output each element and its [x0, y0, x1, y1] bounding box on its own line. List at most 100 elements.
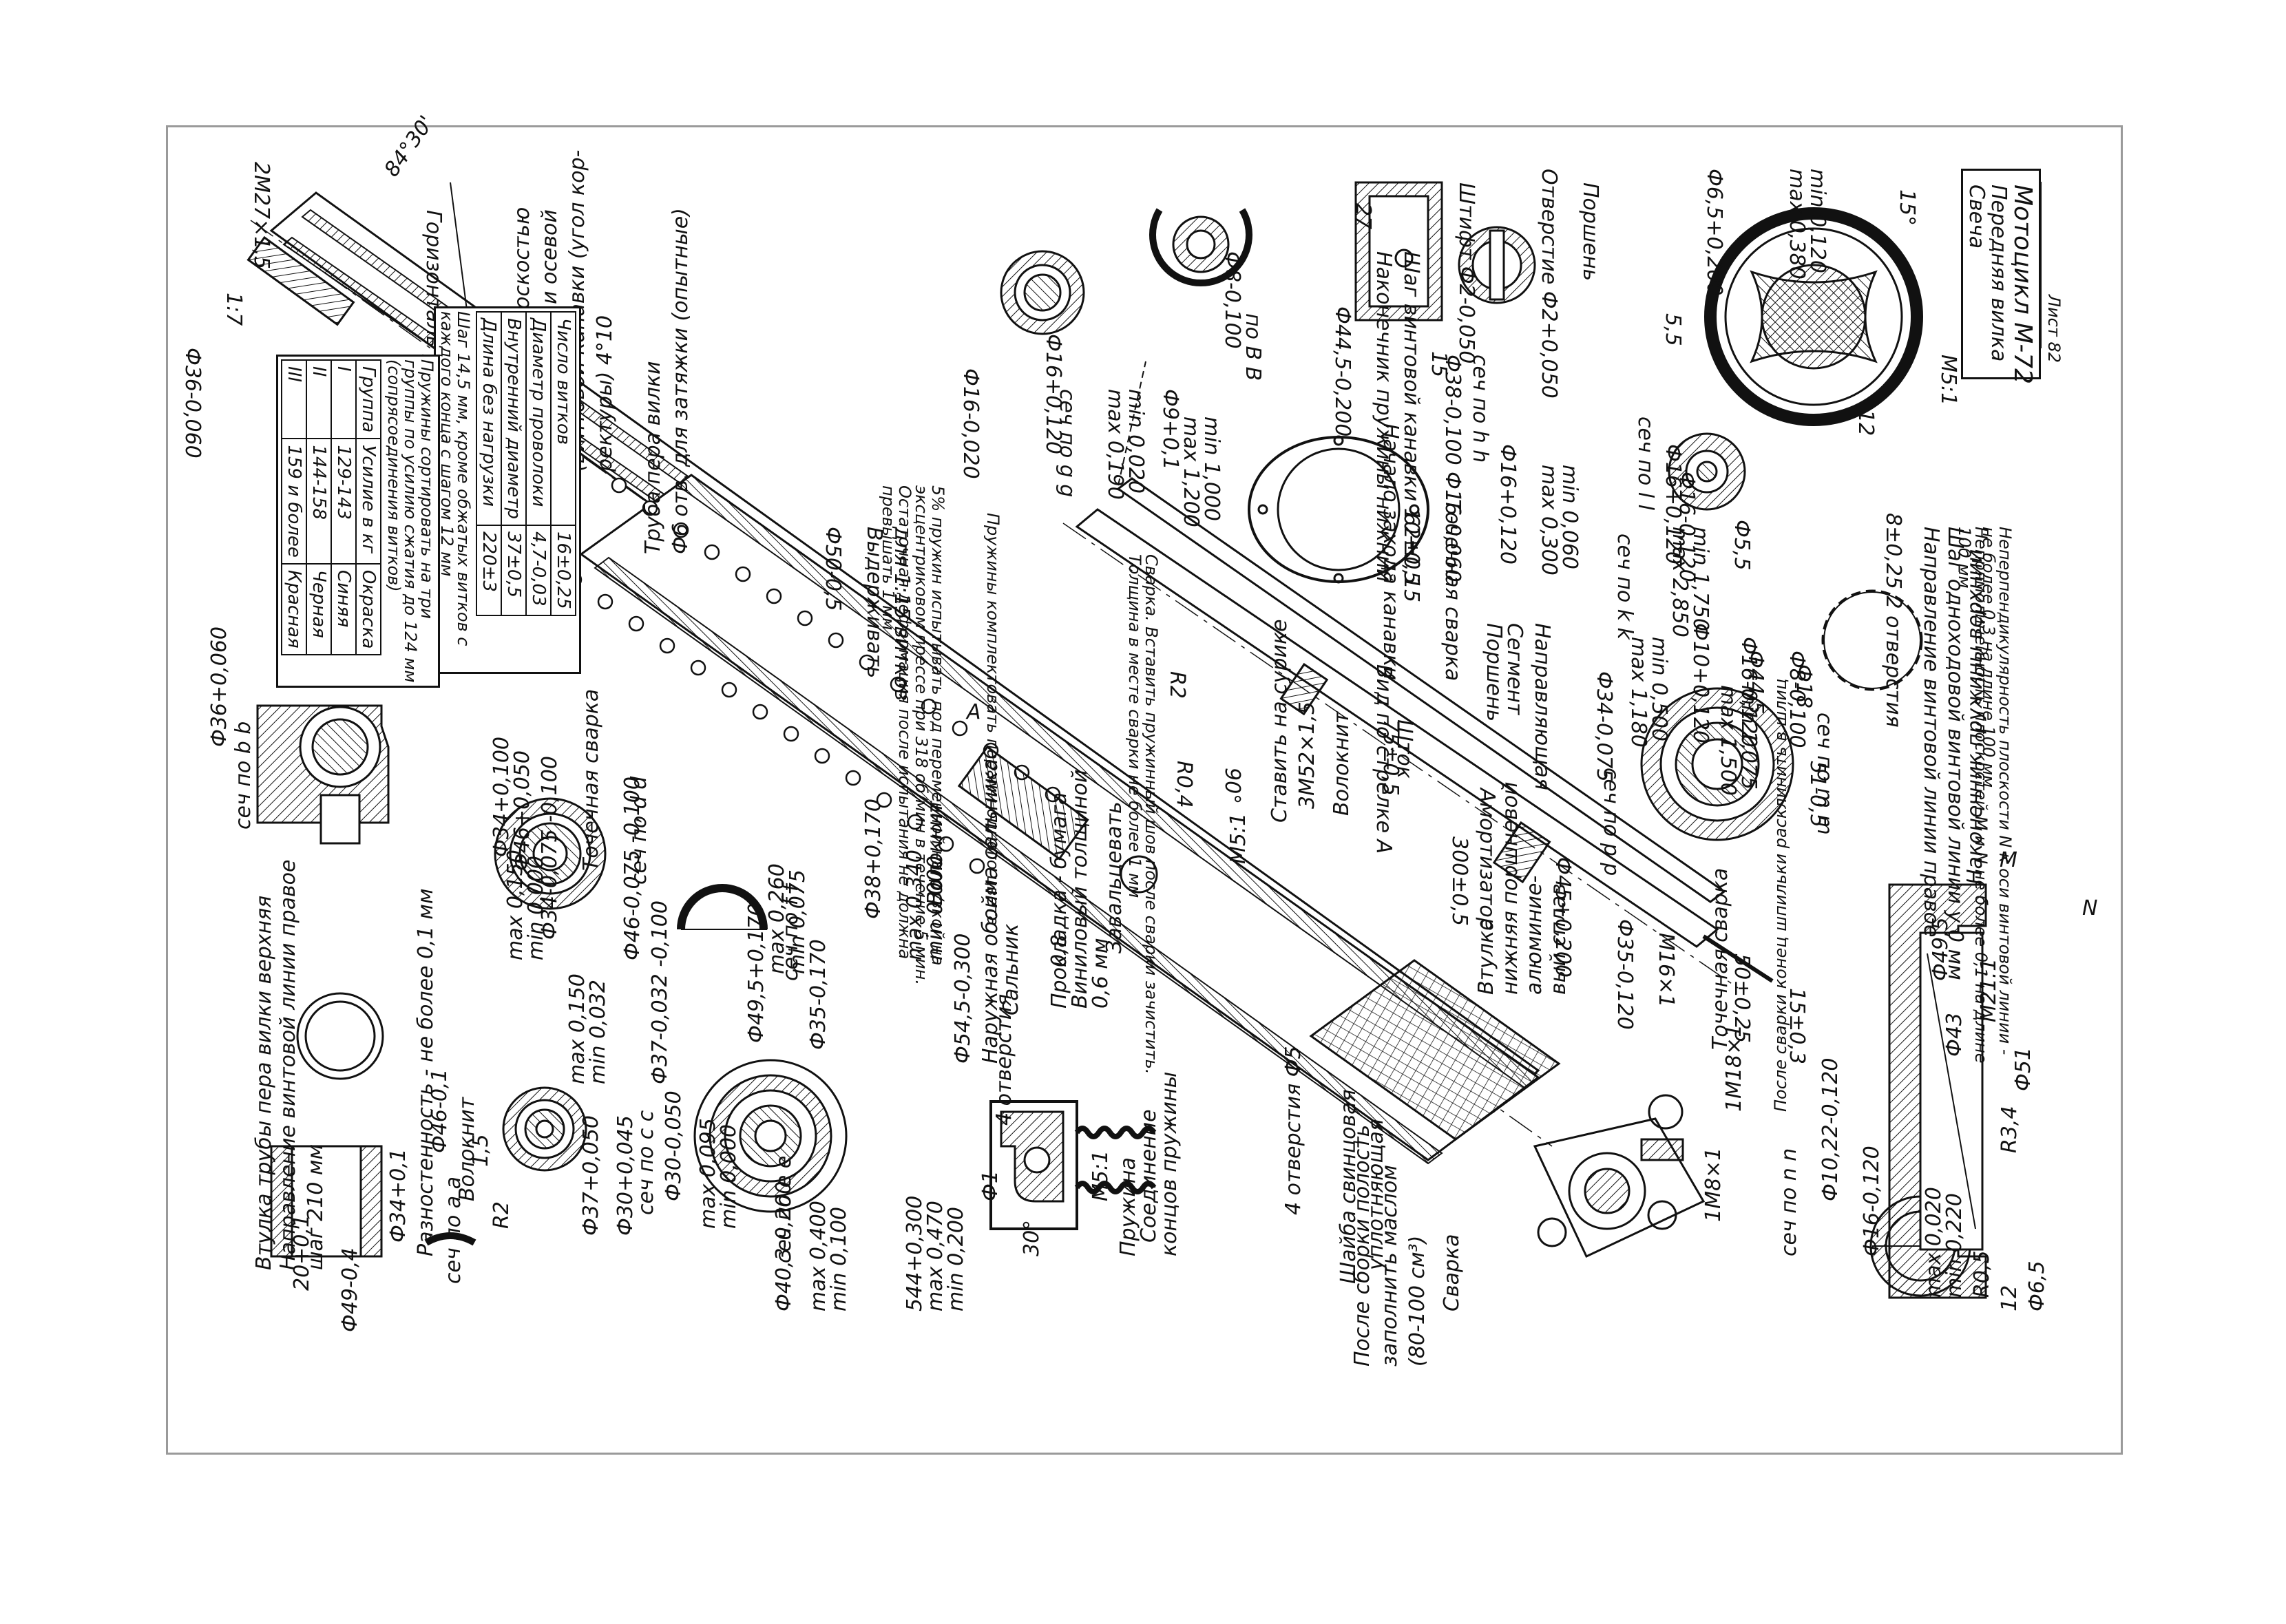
annotation-thread_step: Шаг винтовой канавки 10+0,5 — [1399, 251, 1423, 584]
annotation-d8: Ф8-0,100 — [1220, 251, 1244, 349]
annotation-d49: Ф49,5+0,170 — [744, 903, 768, 1043]
spring-tip-lower — [1354, 181, 1443, 321]
annotation-ang: 84°30' — [379, 111, 439, 182]
seal-detail — [989, 1100, 1078, 1230]
annotation-d34: Ф34+0,100 — [490, 736, 514, 857]
annotation-min120: min 0,120 — [1805, 169, 1829, 273]
annotation-a15: 15° — [1895, 189, 1919, 226]
annotation-gasket2: Виниловый толщиной — [1068, 769, 1092, 1009]
section-mm — [1821, 589, 1923, 691]
fork-tube-assembly — [247, 191, 1706, 1258]
group-cell: Синяя — [331, 563, 356, 655]
annotation-weld: Сварка — [1440, 1234, 1464, 1311]
section-vv — [1149, 208, 1252, 286]
annotation-dir_thread: Направление винтовой линии правое — [276, 859, 300, 1270]
annotation-d37: Ф37-0,032 -0,100 — [648, 900, 672, 1084]
annotation-spring_top: Наконечник пружины верхний — [1963, 549, 1987, 885]
annotation-max380: max 0,380 — [1785, 169, 1809, 280]
annotation-m16: М16×1 — [1654, 933, 1678, 1008]
annotation-max470: max 0,470 — [923, 1201, 947, 1311]
drawing-area: 0102030405060708090100 Горизонталь рамы8… — [168, 112, 2121, 1453]
spring-groups-table: Пружины сортировать на три группы по уси… — [276, 355, 440, 688]
annotation-d16f: Ф16+0,120 — [1661, 444, 1685, 565]
annotation-bush_low3: алюминие- — [1522, 875, 1546, 995]
annotation-r2: R2 — [490, 1201, 514, 1229]
annotation-l27: 27 — [1351, 203, 1375, 230]
technical-drawing: 0102030405060708090100 — [247, 181, 2042, 1299]
annotation-m8: 1М8×1 — [1701, 1147, 1726, 1222]
spring-tip-upper — [1888, 883, 1987, 1299]
annotation-sec_bb: сеч по b b — [231, 721, 255, 830]
annotation-d43: Ф43 — [1942, 1013, 1967, 1057]
group-header-cell: Усилие в кг — [356, 439, 381, 564]
annotation-min060: min 0,060 — [1558, 465, 1582, 569]
annotation-d34c: Ф34+0,1 — [386, 1148, 410, 1243]
param-value: 16±0,25 — [551, 525, 576, 615]
view-arrow-a — [1248, 435, 1429, 584]
group-cell: 159 и более — [282, 439, 306, 564]
annotation-d30: Ф30+0,045 — [614, 1115, 638, 1236]
annotation-min032: min 0,032 — [586, 980, 610, 1084]
annotation-amort: Амортизатор — [1475, 788, 1499, 931]
annotation-d51: 51-0,5 — [1805, 761, 1829, 827]
annotation-thread: 2М27×1,5 — [249, 162, 273, 269]
annotation-l300: 300±0,5 — [1447, 836, 1471, 927]
section-pp — [1640, 687, 1794, 841]
annotation-max020: max 0,020 — [1922, 1187, 1946, 1298]
annotation-piston2: Поршень — [1578, 182, 1602, 282]
annotation-min000b: min 0,000 — [717, 1124, 741, 1229]
annotation-d08: 0,8 — [1047, 934, 1071, 967]
annotation-m51b: М5:1 — [1226, 812, 1250, 864]
annotation-d12b: 12 — [1997, 1285, 2022, 1311]
group-cell: Черная — [306, 563, 331, 655]
annotation-sec_nn: сеч по n n — [1777, 1148, 1801, 1256]
annotation-taper: 1:7 — [222, 293, 246, 326]
annotation-d15: 1,5 — [469, 1134, 493, 1167]
annotation-d55b: Ф5,5 — [1730, 520, 1754, 571]
annotation-bush_low2: нижняя поршневой — [1498, 781, 1522, 995]
group-header-cell: Окраска — [356, 563, 381, 655]
annotation-sec_pp: сеч по p p — [1599, 768, 1623, 876]
param-value: 4,7-0,03 — [526, 525, 551, 615]
annotation-sec_ff: сеч по f f — [779, 884, 803, 981]
annotation-m151: М5:1 — [1936, 355, 1960, 406]
annotation-d35b: Ф35-0,120 — [1613, 919, 1637, 1030]
annotation-d46: Ф46+0,050 — [510, 750, 534, 871]
annotation-d16d: Ф16+0,120 — [1496, 444, 1520, 565]
annotation-d16: Ф16-0,020 — [958, 368, 983, 479]
section-ll — [1704, 207, 1923, 426]
annotation-spring: Пружина — [1116, 1157, 1140, 1256]
annotation-min1075: min 1,075 — [1737, 685, 1761, 790]
annotation-d46b: Ф46-0,075 -0,100 — [620, 777, 644, 960]
param-value: 37±0,5 — [501, 525, 526, 615]
annotation-sec_aa: сеч по a a — [441, 1176, 465, 1284]
sheet-border — [166, 125, 2123, 1455]
annotation-spot_weld: Точечная сварка — [579, 688, 603, 871]
group-cell: II — [306, 360, 331, 439]
section-views — [256, 181, 1987, 1299]
annotation-dirnote: Направление винтовой линии правое — [1919, 527, 1943, 938]
annotation-a90: 90° — [1220, 768, 1244, 805]
annotation-r05: R0,5 — [1970, 1250, 1994, 1298]
annotation-a30: 30° — [1020, 1219, 1044, 1256]
annotation-d1022: Ф10,22-0,120 — [1818, 1057, 1843, 1201]
annotation-hole: Отверстие Ф2+0,050 — [1537, 169, 1561, 399]
annotation-d16b: Ф16+0,120 — [1041, 334, 1065, 455]
annotation-max190: max 0,190 — [1103, 389, 1127, 500]
annotation-a: A — [967, 700, 981, 724]
annotation-fiber3: Волокнит — [1330, 711, 1354, 816]
param-name: Диаметр проволоки — [526, 312, 551, 525]
annotation-m18: 1М18×1 — [1722, 1024, 1746, 1112]
shock-absorber — [1062, 477, 1774, 989]
annotation-d34d: Ф34-0,075 — [1592, 671, 1616, 782]
annotation-conn: Соединение — [1137, 1109, 1161, 1243]
annotation-d495: Ф49,5 — [1929, 917, 1953, 981]
annotation-guide: Направляющая — [1530, 623, 1554, 790]
annotation-m52: 3М52×1,5 — [1295, 702, 1319, 809]
annotation-d10: Ф10+0,120 — [1688, 623, 1712, 744]
annotation-min500: min 0,500 — [1647, 637, 1671, 741]
